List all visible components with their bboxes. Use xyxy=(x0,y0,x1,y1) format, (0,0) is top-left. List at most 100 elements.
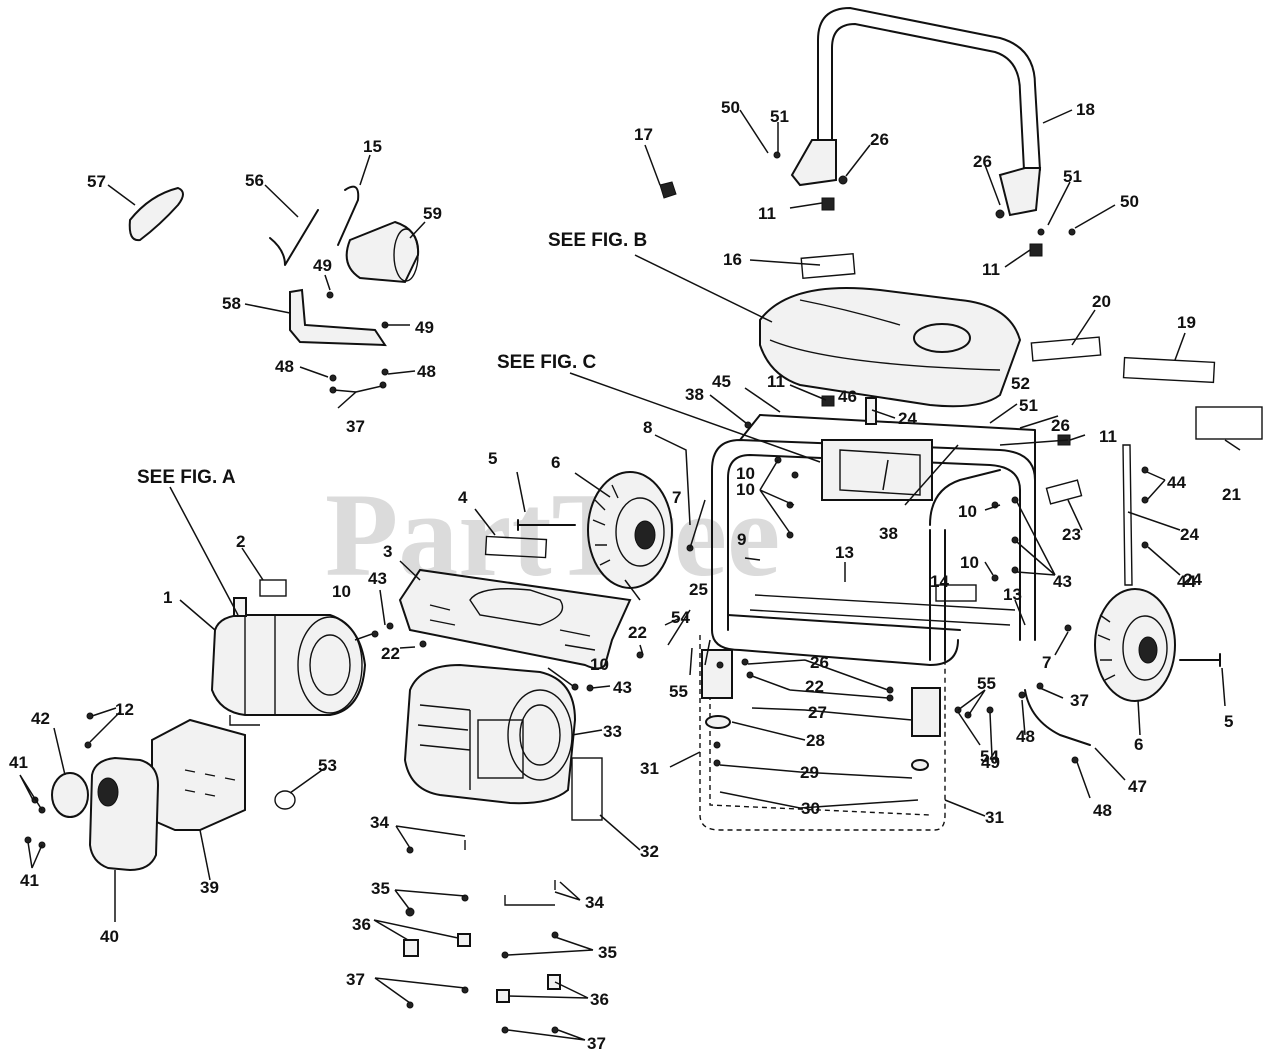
callout-29: 29 xyxy=(800,763,819,782)
callout-51: 51 xyxy=(1063,167,1082,186)
figure-references: SEE FIG. A SEE FIG. B SEE FIG. C xyxy=(137,230,647,488)
leader-lines xyxy=(19,109,1241,1041)
callout-54: 54 xyxy=(980,747,999,766)
callout-11: 11 xyxy=(758,204,776,223)
callout-4: 4 xyxy=(458,488,468,507)
callout-44: 44 xyxy=(1167,473,1186,492)
callout-37: 37 xyxy=(346,417,365,436)
callout-42: 42 xyxy=(31,709,50,728)
callout-56: 56 xyxy=(245,171,264,190)
callout-47: 47 xyxy=(1128,777,1147,796)
label-4 xyxy=(484,535,548,559)
callout-10: 10 xyxy=(958,502,977,521)
callout-51: 51 xyxy=(770,107,789,126)
callout-26: 26 xyxy=(1051,416,1070,435)
callout-55: 55 xyxy=(669,682,688,701)
callout-31: 31 xyxy=(640,759,659,778)
callout-26: 26 xyxy=(973,152,992,171)
callout-51: 51 xyxy=(1019,396,1038,415)
callout-10: 10 xyxy=(736,480,755,499)
hose-15 xyxy=(337,185,360,246)
callout-17: 17 xyxy=(634,125,653,144)
callout-23: 23 xyxy=(1062,525,1081,544)
callout-10: 10 xyxy=(736,464,755,483)
wheel-left-part xyxy=(587,471,673,589)
callout-34: 34 xyxy=(370,813,389,832)
decal-14 xyxy=(935,584,977,602)
gasket-32 xyxy=(571,757,603,821)
callout-26: 26 xyxy=(810,653,829,672)
callout-7: 7 xyxy=(672,488,681,507)
callout-33: 33 xyxy=(603,722,622,741)
heat-shield-part xyxy=(151,718,246,831)
callout-50: 50 xyxy=(1120,192,1139,211)
callout-31: 31 xyxy=(985,808,1004,827)
callout-14: 14 xyxy=(930,572,949,591)
hose-56 xyxy=(269,209,319,266)
callout-38: 38 xyxy=(879,524,898,543)
callout-37: 37 xyxy=(346,970,365,989)
decal-23 xyxy=(1045,479,1083,505)
callout-16: 16 xyxy=(723,250,742,269)
callout-41: 41 xyxy=(9,753,28,772)
decal-20 xyxy=(1030,336,1102,362)
callout-57: 57 xyxy=(87,172,106,191)
callout-45: 45 xyxy=(712,372,731,391)
callout-22: 22 xyxy=(805,677,824,696)
callout-41: 41 xyxy=(20,871,39,890)
axle-right xyxy=(1179,653,1221,667)
callout-10: 10 xyxy=(332,582,351,601)
callout-53: 53 xyxy=(318,756,337,775)
decal-19 xyxy=(1122,356,1216,384)
callout-36: 36 xyxy=(590,990,609,1009)
fig-ref-b: SEE FIG. B xyxy=(548,230,647,251)
callout-48: 48 xyxy=(417,362,436,381)
callout-22: 22 xyxy=(628,623,647,642)
callout-8: 8 xyxy=(643,418,652,437)
callout-49: 49 xyxy=(981,753,1000,772)
part-callout-numbers: 1234556677891010101010101111111112131314… xyxy=(9,98,1241,1053)
callout-49: 49 xyxy=(313,256,332,275)
callout-11: 11 xyxy=(982,260,1000,279)
callout-6: 6 xyxy=(551,453,560,472)
callout-20: 20 xyxy=(1092,292,1111,311)
callout-5: 5 xyxy=(488,449,497,468)
clamp-17 xyxy=(659,181,677,199)
callout-48: 48 xyxy=(275,357,294,376)
callout-38: 38 xyxy=(685,385,704,404)
watermark-text: PartTree xyxy=(325,468,780,601)
strip-24 xyxy=(1122,444,1133,586)
fuel-filter-59 xyxy=(345,220,420,284)
muffler-part xyxy=(88,756,160,872)
callout-39: 39 xyxy=(200,878,219,897)
control-panel-part xyxy=(398,568,632,670)
callout-50: 50 xyxy=(721,98,740,117)
callout-43: 43 xyxy=(613,678,632,697)
callout-9: 9 xyxy=(737,530,746,549)
callout-27: 27 xyxy=(808,703,827,722)
callout-48: 48 xyxy=(1016,727,1035,746)
gasket-53 xyxy=(274,790,296,810)
cable-47 xyxy=(1024,689,1091,746)
callout-13: 13 xyxy=(1003,585,1022,604)
air-cleaner-cover-57 xyxy=(128,186,184,242)
callout-25: 25 xyxy=(689,580,708,599)
callout-22: 22 xyxy=(381,644,400,663)
callout-24: 24 xyxy=(898,409,917,428)
callout-55: 55 xyxy=(977,674,996,693)
callout-2: 2 xyxy=(236,532,245,551)
callout-46: 46 xyxy=(838,387,857,406)
handle-part xyxy=(790,7,1042,217)
callout-6: 6 xyxy=(1134,735,1143,754)
fig-ref-a: SEE FIG. A xyxy=(137,467,236,488)
callout-24: 24 xyxy=(1180,525,1199,544)
callout-35: 35 xyxy=(371,879,390,898)
frame-base-dashed xyxy=(699,635,946,831)
bracket-58 xyxy=(289,288,387,347)
fuel-tank-part xyxy=(759,253,1022,408)
callout-58: 58 xyxy=(222,294,241,313)
label-2 xyxy=(259,579,287,597)
callout-43: 43 xyxy=(1053,572,1072,591)
callout-26: 26 xyxy=(870,130,889,149)
